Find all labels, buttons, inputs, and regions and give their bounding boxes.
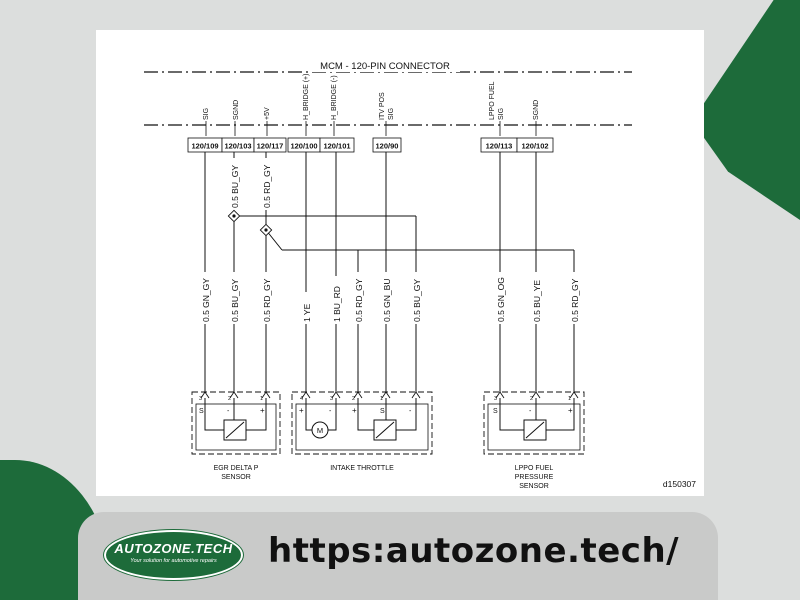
autozone-logo[interactable]: AUTOZONE.TECH Your solution for automoti… xyxy=(104,530,243,580)
wiring-diagram-panel: MCM - 120-PIN CONNECTOR SIG SGND +5V H_B… xyxy=(96,30,704,496)
sensor-pin-number: 1 xyxy=(568,396,571,402)
logo-text: AUTOZONE.TECH xyxy=(114,541,233,556)
sensor-pin-number: 1 xyxy=(260,396,263,402)
pin-label: 120/102 xyxy=(521,142,548,151)
signal-label-lppo-sig: SIG xyxy=(498,108,505,120)
motor-label: M xyxy=(317,426,323,435)
egr-delta-p-sensor: S - + xyxy=(191,391,281,455)
signal-label-itv-sig: SIG xyxy=(388,108,395,120)
wire-label: 0.5 BU_GY xyxy=(230,279,240,322)
pin-label: 120/100 xyxy=(290,142,317,151)
sensor-pin-number: 2 xyxy=(530,396,533,402)
sensor-pin-number: 3 xyxy=(494,396,497,402)
terminal-label: + xyxy=(352,406,357,415)
wiring-diagram: MCM - 120-PIN CONNECTOR SIG SGND +5V H_B… xyxy=(144,60,696,490)
diagram-id: d150307 xyxy=(663,479,696,489)
terminal-label: S xyxy=(380,408,385,415)
wire-label: 0.5 RD_GY xyxy=(262,278,272,322)
terminal-label: S xyxy=(199,408,204,415)
terminal-label: - xyxy=(227,408,230,415)
lppo-fuel-pressure-sensor: S - + xyxy=(483,391,585,455)
terminal-label: - xyxy=(529,408,532,415)
sensor-pin-number: 3 xyxy=(330,396,333,402)
wire-label: 0.5 GN_GY xyxy=(201,278,211,322)
component-name-lppo: LPPO FUEL xyxy=(515,465,554,472)
wire-label: 1 BU_RD xyxy=(332,286,342,322)
signal-label-hbridge-plus: H_BRIDGE (+) xyxy=(303,74,310,120)
terminal-label: + xyxy=(299,406,304,415)
wire-label: 0.5 BU_GY xyxy=(412,279,422,322)
component-name-lppo: PRESSURE xyxy=(515,474,554,481)
sensor-pin-number: 4 xyxy=(300,396,303,402)
pin-label: 120/101 xyxy=(323,142,350,151)
signal-label-sgnd-2: SGND xyxy=(533,100,540,120)
terminal-label: + xyxy=(568,406,573,415)
signal-label-itv-pos: ITV POS xyxy=(379,92,386,120)
wire-label-upper: 0.5 BU_GY xyxy=(230,165,240,208)
sensor-pin-number: 3 xyxy=(199,396,202,402)
component-name-lppo: SENSOR xyxy=(519,483,549,490)
logo-tagline: Your solution for automotive repairs xyxy=(130,558,217,564)
pin-label: 120/103 xyxy=(224,142,251,151)
pin-label: 120/117 xyxy=(257,142,284,151)
pin-label: 120/109 xyxy=(191,142,218,151)
signal-label-lppo-fuel: LPPO FUEL xyxy=(489,81,496,120)
signal-label-sig: SIG xyxy=(203,108,210,120)
website-url-link[interactable]: https:autozone.tech/ xyxy=(268,531,680,571)
wire-label: 0.5 GN_BU xyxy=(382,279,392,322)
wire-label: 0.5 RD_GY xyxy=(570,278,580,322)
wire-label: 0.5 RD_GY xyxy=(354,278,364,322)
sensor-pin-number: 2 xyxy=(352,396,355,402)
connector-title: MCM - 120-PIN CONNECTOR xyxy=(320,61,450,72)
signal-label-sgnd: SGND xyxy=(233,100,240,120)
sensor-pin-number: 1 xyxy=(380,396,383,402)
component-name-throttle: INTAKE THROTTLE xyxy=(330,465,394,472)
intake-throttle: M + - + S - xyxy=(291,391,433,455)
pin-label: 120/113 xyxy=(486,142,513,151)
terminal-label: + xyxy=(260,406,265,415)
signal-label-5v: +5V xyxy=(264,107,271,120)
terminal-label: - xyxy=(329,408,332,415)
terminal-label: - xyxy=(409,408,412,415)
wire-label: 0.5 GN_OG xyxy=(496,277,506,322)
wire-label: 1 YE xyxy=(302,303,312,322)
signal-label-hbridge-minus: H_BRIDGE (-) xyxy=(331,75,338,120)
wire-label-upper: 0.5 RD_GY xyxy=(262,164,272,208)
component-name-egr: EGR DELTA P xyxy=(214,465,259,472)
wire-label: 0.5 BU_YE xyxy=(532,280,542,322)
component-name-egr: SENSOR xyxy=(221,474,251,481)
sensor-pin-number: 2 xyxy=(228,396,231,402)
terminal-label: S xyxy=(493,408,498,415)
pin-label: 120/90 xyxy=(376,142,399,151)
